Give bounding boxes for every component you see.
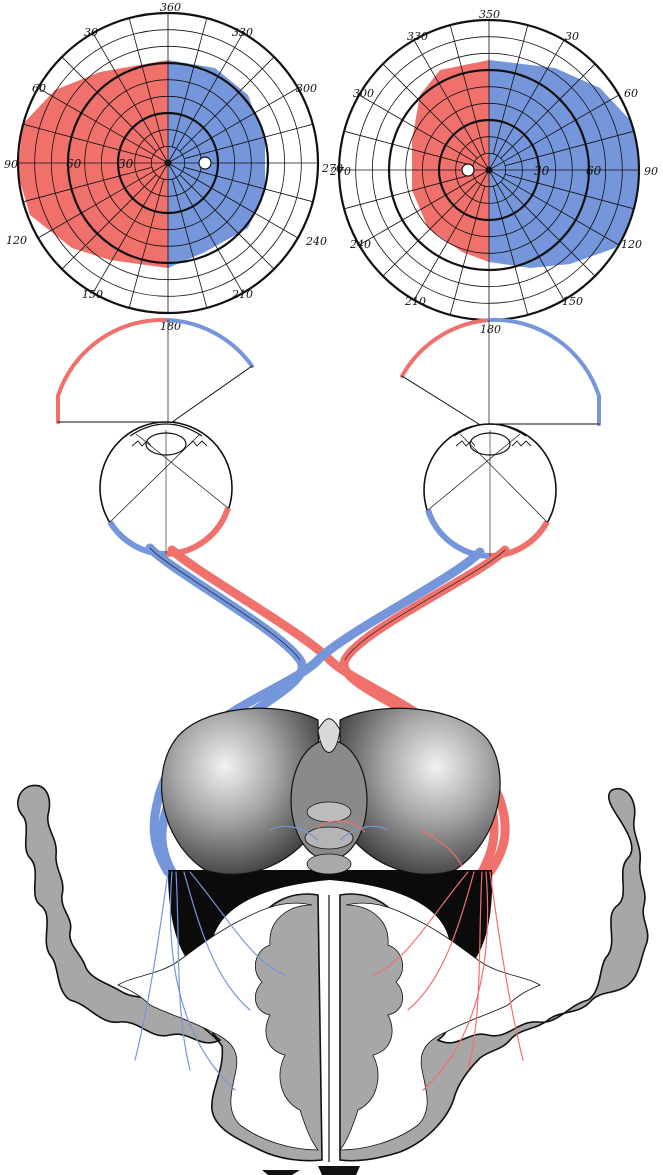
left-label-330: 330 xyxy=(232,26,253,39)
left-label-360: 360 xyxy=(160,1,181,14)
left-blind-spot xyxy=(199,157,211,169)
right-radial-label-60: 60 xyxy=(586,164,602,178)
right-label-350: 350 xyxy=(479,8,500,21)
right-projection-sector xyxy=(402,320,599,436)
thalamus-midbrain xyxy=(162,708,501,975)
right-label-90: 90 xyxy=(644,165,658,178)
left-label-210: 210 xyxy=(231,288,253,301)
right-label-330: 330 xyxy=(407,30,428,43)
left-label-150: 150 xyxy=(82,288,103,301)
right-radial-label-30: 30 xyxy=(534,164,550,178)
left-label-90: 90 xyxy=(4,158,18,171)
right-label-210: 210 xyxy=(404,295,426,308)
left-label-300: 300 xyxy=(296,82,317,95)
left-projection-sector xyxy=(58,320,252,432)
right-label-240: 240 xyxy=(349,238,371,251)
right-label-150: 150 xyxy=(562,295,583,308)
left-fixation-point xyxy=(165,160,172,167)
right-label-270: 270 xyxy=(329,165,351,178)
bottom-marks xyxy=(262,1166,360,1175)
left-field-blue-half xyxy=(168,60,265,268)
right-label-60: 60 xyxy=(624,87,638,100)
right-label-300: 300 xyxy=(353,87,374,100)
left-label-30: 30 xyxy=(84,26,98,39)
right-label-120: 120 xyxy=(621,238,642,251)
right-fixation-point xyxy=(486,167,493,174)
left-label-120: 120 xyxy=(6,234,27,247)
right-label-30: 30 xyxy=(565,30,579,43)
right-label-180: 180 xyxy=(480,323,501,336)
left-label-240: 240 xyxy=(305,235,327,248)
right-field-red-half xyxy=(412,60,489,262)
right-blind-spot xyxy=(462,164,474,176)
left-radial-label-60: 60 xyxy=(66,157,82,171)
left-radial-label-30: 30 xyxy=(118,157,134,171)
right-visual-field-chart xyxy=(339,20,648,320)
left-eye xyxy=(100,422,232,554)
right-eye xyxy=(424,424,556,556)
left-visual-field-chart xyxy=(18,13,318,313)
left-label-60: 60 xyxy=(32,82,46,95)
